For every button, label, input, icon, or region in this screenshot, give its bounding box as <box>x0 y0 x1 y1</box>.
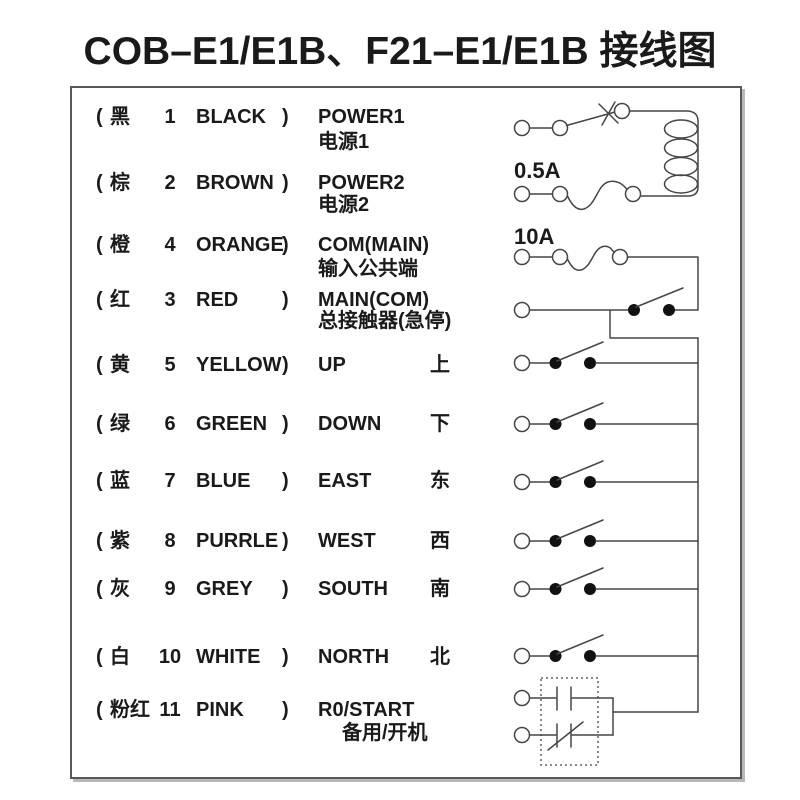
wire-color-zh: 紫 <box>110 530 130 552</box>
wire-color-en: ORANGE <box>196 234 284 256</box>
wire-color-en: YELLOW <box>196 354 282 376</box>
paren-close: ) <box>282 172 289 194</box>
wire-color-zh: 黑 <box>110 106 130 128</box>
wire-function-en: POWER2 <box>318 172 405 194</box>
paren-open: ( <box>96 172 103 194</box>
wire-function-en: WEST <box>318 530 376 552</box>
wire-direction-zh: 西 <box>430 530 450 552</box>
wire-direction-zh: 东 <box>430 470 450 492</box>
wire-color-en: WHITE <box>196 646 261 668</box>
wire-direction-zh: 北 <box>430 646 450 668</box>
wire-row-yellow: ( 黄 5 YELLOW ) UP 上 <box>0 352 800 378</box>
paren-open: ( <box>96 106 103 128</box>
wire-color-zh: 黄 <box>110 354 130 376</box>
paren-close: ) <box>282 699 289 721</box>
wire-color-en: PURRLE <box>196 530 279 552</box>
paren-close: ) <box>282 234 289 256</box>
wire-row-grey: ( 灰 9 GREY ) SOUTH 南 <box>0 576 800 602</box>
wire-color-zh: 绿 <box>110 413 130 435</box>
paren-close: ) <box>282 578 289 600</box>
wire-number: 6 <box>164 413 176 435</box>
wire-color-en: GREEN <box>196 413 268 435</box>
wire-number: 11 <box>159 699 181 721</box>
wire-color-zh: 蓝 <box>110 470 130 492</box>
wire-color-zh: 灰 <box>110 578 130 600</box>
paren-close: ) <box>282 354 289 376</box>
wire-row-pink: ( 粉红 11 PINK ) R0/START <box>0 697 800 723</box>
wire-color-en: GREY <box>196 578 253 600</box>
wire-direction-zh: 南 <box>430 578 450 600</box>
wire-row-red: ( 红 3 RED ) MAIN(COM) <box>0 287 800 313</box>
wire-color-en: BLUE <box>196 470 251 492</box>
wire-function-zh: 电源1 <box>318 131 370 153</box>
wire-number: 10 <box>158 646 182 668</box>
paren-open: ( <box>96 646 103 668</box>
paren-open: ( <box>96 530 103 552</box>
wire-function-en: UP <box>318 354 346 376</box>
wire-function-zh: 总接触器(急停) <box>318 310 452 332</box>
diagram-frame <box>70 86 742 779</box>
wire-function-zh: 备用/开机 <box>342 722 428 744</box>
paren-close: ) <box>282 646 289 668</box>
wire-color-zh: 红 <box>110 289 130 311</box>
wire-function-zh: 输入公共端 <box>318 258 418 280</box>
wire-color-en: PINK <box>196 699 244 721</box>
wire-color-en: BROWN <box>196 172 274 194</box>
wire-number: 1 <box>164 106 176 128</box>
wire-row-green: ( 绿 6 GREEN ) DOWN 下 <box>0 411 800 437</box>
wire-number: 3 <box>164 289 176 311</box>
paren-open: ( <box>96 234 103 256</box>
paren-close: ) <box>282 289 289 311</box>
wire-row-white: ( 白 10 WHITE ) NORTH 北 <box>0 644 800 670</box>
wire-function-en: DOWN <box>318 413 382 435</box>
wire-color-zh: 白 <box>110 646 130 668</box>
wire-function-en: POWER1 <box>318 106 405 128</box>
paren-open: ( <box>96 289 103 311</box>
paren-open: ( <box>96 413 103 435</box>
wire-number: 4 <box>164 234 176 256</box>
wire-function-en: SOUTH <box>318 578 388 600</box>
paren-close: ) <box>282 530 289 552</box>
wire-function-en: COM(MAIN) <box>318 234 430 256</box>
paren-open: ( <box>96 699 103 721</box>
wire-row-purple: ( 紫 8 PURRLE ) WEST 西 <box>0 528 800 554</box>
wire-color-zh: 粉红 <box>110 699 150 721</box>
paren-open: ( <box>96 578 103 600</box>
paren-close: ) <box>282 413 289 435</box>
wire-color-zh: 橙 <box>110 234 130 256</box>
paren-close: ) <box>282 470 289 492</box>
wire-function-en: MAIN(COM) <box>318 289 430 311</box>
paren-open: ( <box>96 354 103 376</box>
wire-color-en: RED <box>196 289 239 311</box>
diagram-title: COB–E1/E1B、F21–E1/E1B 接线图 <box>83 30 717 73</box>
wire-number: 8 <box>164 530 176 552</box>
wire-number: 7 <box>164 470 176 492</box>
fuse-rating-label-big: 10A <box>514 224 555 249</box>
wire-direction-zh: 上 <box>430 354 450 376</box>
wire-color-en: BLACK <box>196 106 266 128</box>
paren-close: ) <box>282 106 289 128</box>
paren-open: ( <box>96 470 103 492</box>
wire-number: 2 <box>164 172 176 194</box>
wire-number: 9 <box>164 578 176 600</box>
wire-color-zh: 棕 <box>110 172 130 194</box>
wire-row-black: ( 黑 1 BLACK ) POWER1 <box>0 104 800 130</box>
wire-function-en: EAST <box>318 470 372 492</box>
wire-direction-zh: 下 <box>430 413 450 435</box>
wire-row-orange: ( 橙 4 ORANGE ) COM(MAIN) <box>0 232 800 258</box>
fuse-rating-label-small: 0.5A <box>514 158 561 183</box>
wire-function-en: R0/START <box>318 699 415 721</box>
wire-row-brown: ( 棕 2 BROWN ) POWER2 <box>0 170 800 196</box>
wire-function-en: NORTH <box>318 646 390 668</box>
wire-function-zh: 电源2 <box>318 194 370 216</box>
wire-number: 5 <box>164 354 176 376</box>
wire-row-blue: ( 蓝 7 BLUE ) EAST 东 <box>0 468 800 494</box>
